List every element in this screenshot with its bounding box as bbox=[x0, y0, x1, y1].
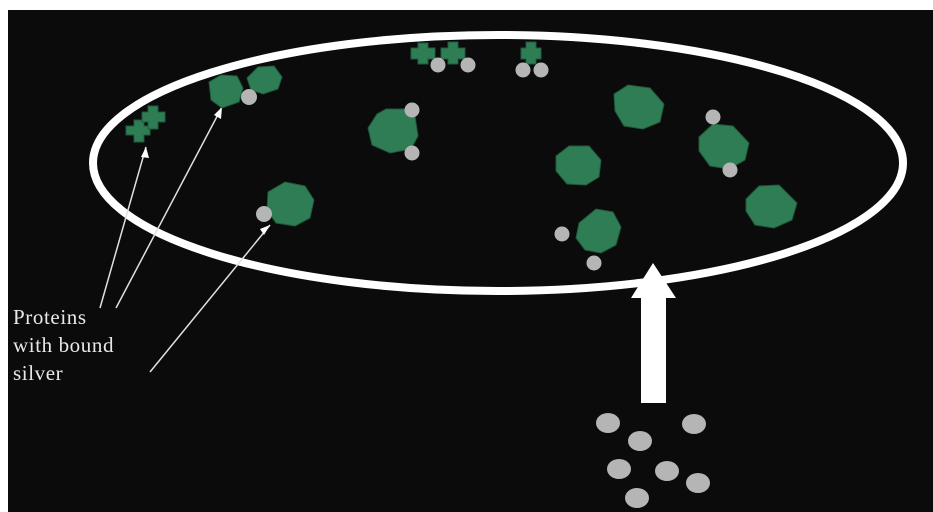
pointer-lines bbox=[100, 107, 270, 372]
protein-large bbox=[209, 75, 243, 108]
silver-particle bbox=[628, 431, 652, 451]
protein-large bbox=[614, 85, 664, 129]
silver-particle bbox=[461, 58, 476, 73]
pointer-heads bbox=[141, 107, 270, 235]
diagram-canvas: Proteins with bound silver bbox=[8, 10, 933, 512]
silver-particle bbox=[625, 488, 649, 508]
pointer-head-2 bbox=[214, 107, 222, 119]
pointer-head-3 bbox=[260, 225, 270, 235]
protein-large bbox=[556, 146, 601, 185]
silver-particle bbox=[587, 256, 602, 271]
label-line-2: with bound bbox=[13, 331, 114, 359]
cell-membrane bbox=[93, 35, 903, 291]
silver-particle bbox=[256, 206, 272, 222]
protein-large bbox=[746, 185, 797, 228]
protein-large bbox=[576, 209, 621, 253]
label-line-1: Proteins bbox=[13, 303, 114, 331]
pointer-line-3 bbox=[150, 225, 270, 372]
silver-particle bbox=[516, 63, 531, 78]
protein-small bbox=[521, 42, 541, 64]
silver-particle bbox=[655, 461, 679, 481]
protein-large bbox=[699, 124, 749, 169]
silver-particle bbox=[241, 89, 257, 105]
protein-large bbox=[267, 182, 314, 226]
silver-particle bbox=[682, 414, 706, 434]
silver-particle bbox=[706, 110, 721, 125]
protein-small bbox=[126, 120, 150, 142]
protein-small bbox=[441, 42, 465, 64]
silver-particle bbox=[534, 63, 549, 78]
pointer-line-1 bbox=[100, 147, 146, 308]
silver-binding-diagram bbox=[8, 10, 933, 512]
silver-particle bbox=[686, 473, 710, 493]
proteins bbox=[126, 42, 797, 253]
silver-particle bbox=[405, 103, 420, 118]
silver-particle bbox=[723, 163, 738, 178]
bound-silver bbox=[241, 58, 738, 271]
proteins-with-bound-silver-label: Proteins with bound silver bbox=[13, 303, 114, 387]
arrow-shaft bbox=[641, 298, 666, 403]
label-line-3: silver bbox=[13, 359, 114, 387]
protein-small bbox=[411, 43, 435, 64]
silver-particle bbox=[405, 146, 420, 161]
pointer-line-2 bbox=[116, 107, 222, 308]
free-silver bbox=[596, 413, 710, 508]
silver-particle bbox=[431, 58, 446, 73]
silver-particle bbox=[607, 459, 631, 479]
silver-particle bbox=[555, 227, 570, 242]
silver-particle bbox=[596, 413, 620, 433]
